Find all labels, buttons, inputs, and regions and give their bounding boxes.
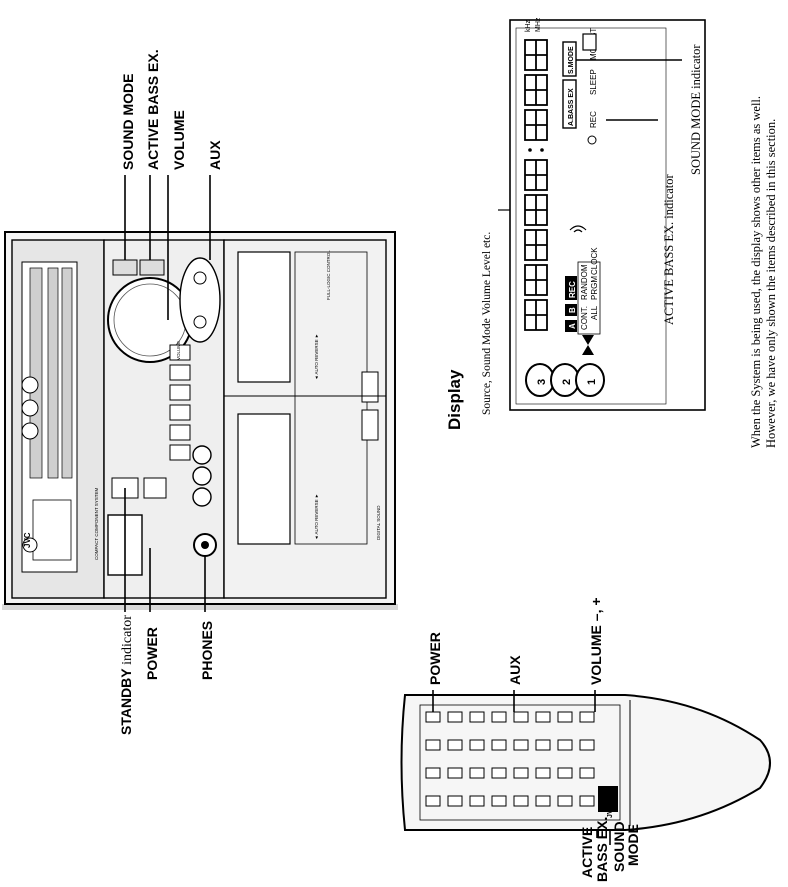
lcd-a: A xyxy=(568,323,577,329)
lcd-a-bass-ex: A.BASS EX xyxy=(568,88,575,126)
remote-control: JVC xyxy=(402,695,771,830)
disc-3: 3 xyxy=(536,379,548,385)
remote-button[interactable] xyxy=(492,796,506,806)
label-standby-indicator: STANDBY indicator xyxy=(118,615,135,735)
volume-knob-label: VOLUME xyxy=(176,341,181,360)
remote-button[interactable] xyxy=(558,796,572,806)
aux-selector[interactable] xyxy=(180,258,220,342)
remote-button[interactable] xyxy=(426,768,440,778)
disc-indicators: 3 2 1 xyxy=(526,364,604,396)
lcd-rec-badge-text: REC xyxy=(568,281,577,298)
remote-label-active-line2: BASS EX. xyxy=(594,817,610,882)
label-active-bass-ex: ACTIVE BASS EX. xyxy=(145,49,161,170)
full-logic-text: FULL-LOGIC CONTROL xyxy=(326,250,331,300)
cd-disc-buttons xyxy=(33,500,71,560)
remote-button[interactable] xyxy=(426,796,440,806)
remote-button[interactable] xyxy=(536,768,550,778)
remote-button[interactable] xyxy=(492,712,506,722)
remote-button[interactable] xyxy=(558,768,572,778)
remote-button[interactable] xyxy=(514,768,528,778)
lcd-mhz: MHz xyxy=(535,17,542,32)
remote-button[interactable] xyxy=(448,712,462,722)
remote-button[interactable] xyxy=(514,712,528,722)
remote-button[interactable] xyxy=(470,740,484,750)
lcd-sleep: SLEEP xyxy=(589,69,598,95)
cassette-deck-a xyxy=(238,414,290,544)
display-heading: Display xyxy=(445,369,464,430)
lcd-all: ALL xyxy=(590,305,599,320)
active-bass-ex-indicator-label: ACTIVE BASS EX. indicator xyxy=(662,173,676,325)
source-label: Source, Sound Mode Volume Level etc. xyxy=(481,232,493,415)
lcd-prgm: PRGM xyxy=(590,276,599,300)
cassette-deck-b xyxy=(238,252,290,382)
remote-power-button[interactable] xyxy=(426,712,440,722)
remote-button[interactable] xyxy=(558,712,572,722)
indicator-word: indicator xyxy=(120,615,135,669)
remote-button[interactable] xyxy=(492,740,506,750)
remote-brand: JVC xyxy=(607,804,614,818)
lcd-clock: CLOCK xyxy=(590,247,599,275)
label-aux: AUX xyxy=(207,140,223,170)
auto-reverse-a: ◄ AUTO REVERSE ► xyxy=(314,494,319,540)
source-button[interactable] xyxy=(170,365,190,380)
remote-button[interactable] xyxy=(580,796,594,806)
lcd-b: B xyxy=(568,307,577,313)
digital-sound-text: DIGITAL SOUND xyxy=(376,505,381,540)
auto-reverse-b: ◄ AUTO REVERSE ► xyxy=(314,334,319,380)
source-button[interactable] xyxy=(170,385,190,400)
remote-button[interactable] xyxy=(558,740,572,750)
remote-label-aux: AUX xyxy=(507,655,523,685)
eject-button-a[interactable] xyxy=(362,410,378,440)
remote-label-sound-line2: MODE xyxy=(625,824,641,866)
remote-button[interactable] xyxy=(580,768,594,778)
remote-label-active-line1: ACTIVE xyxy=(579,827,595,878)
remote-button[interactable] xyxy=(448,768,462,778)
lcd-rec: REC xyxy=(589,111,598,128)
disc-2: 2 xyxy=(561,379,573,385)
display-note-line1: When the System is being used, the displ… xyxy=(749,96,763,448)
source-button[interactable] xyxy=(170,445,190,460)
remote-button[interactable] xyxy=(470,712,484,722)
remote-button[interactable] xyxy=(580,712,594,722)
remote-button[interactable] xyxy=(514,740,528,750)
lcd-s-mode: S.MODE xyxy=(568,46,575,74)
remote-button[interactable] xyxy=(536,796,550,806)
sound-mode-indicator-label: SOUND MODE indicator xyxy=(689,44,703,175)
lcd-random: RANDOM xyxy=(580,264,589,300)
remote-label-volume: VOLUME –, + xyxy=(588,597,604,685)
display-note-line2: However, we have only shown the items de… xyxy=(764,119,778,448)
source-button[interactable] xyxy=(170,425,190,440)
remote-button[interactable] xyxy=(448,740,462,750)
label-sound-mode: SOUND MODE xyxy=(120,74,136,170)
main-unit: JVC COMPACT COMPONENT SYSTEM ◄ AUTO REVE… xyxy=(2,232,398,610)
remote-button[interactable] xyxy=(426,740,440,750)
remote-button[interactable] xyxy=(470,768,484,778)
eject-button-b[interactable] xyxy=(362,372,378,402)
remote-button[interactable] xyxy=(470,796,484,806)
unit-brand: JVC xyxy=(23,532,32,548)
label-volume: VOLUME xyxy=(171,110,187,170)
active-bass-ex-button[interactable] xyxy=(140,260,164,275)
lcd-khz: kHz xyxy=(525,19,532,32)
label-power: POWER xyxy=(144,627,160,680)
standby-word: STANDBY xyxy=(118,668,134,735)
label-phones: PHONES xyxy=(199,621,215,680)
unit-system-name: COMPACT COMPONENT SYSTEM xyxy=(94,487,99,560)
remote-button[interactable] xyxy=(580,740,594,750)
remote-label-power: POWER xyxy=(427,632,443,685)
remote-button[interactable] xyxy=(536,712,550,722)
source-button[interactable] xyxy=(170,405,190,420)
remote-button[interactable] xyxy=(514,796,528,806)
lcd-cont: CONT. xyxy=(580,306,589,330)
disc-1: 1 xyxy=(586,379,598,385)
remote-button[interactable] xyxy=(448,796,462,806)
remote-button[interactable] xyxy=(492,768,506,778)
remote-button[interactable] xyxy=(536,740,550,750)
sound-mode-button[interactable] xyxy=(113,260,137,275)
